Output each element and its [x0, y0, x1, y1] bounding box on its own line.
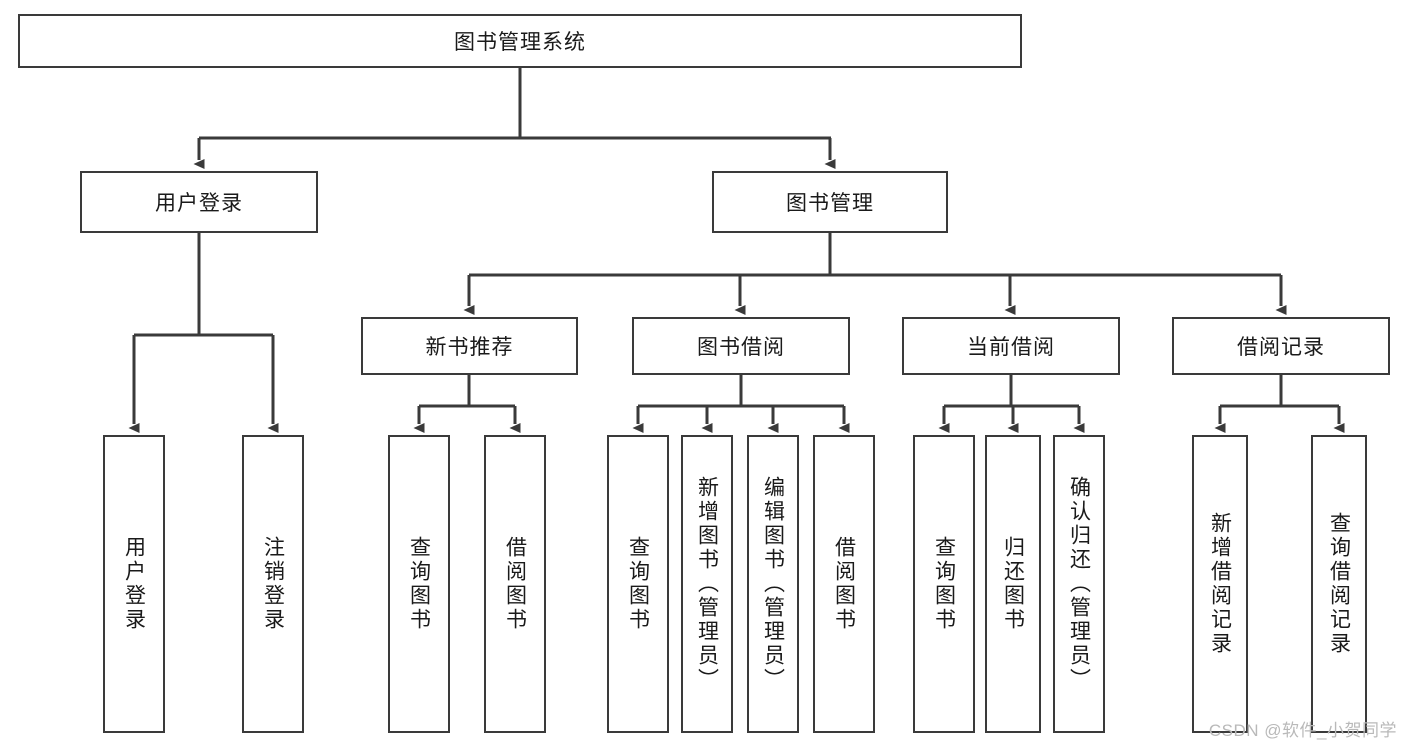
node-leaf-query-book-1[interactable]: 查询图书 — [388, 435, 450, 733]
node-leaf-query-book-3[interactable]: 查询图书 — [913, 435, 975, 733]
node-leaf-return-book[interactable]: 归还图书 — [985, 435, 1041, 733]
node-leaf-logout-label: 注销登录 — [261, 536, 285, 632]
connector-group-book-borrow — [632, 375, 850, 433]
node-current-borrow-label: 当前借阅 — [967, 336, 1055, 359]
connector-group-borrow-record — [1214, 375, 1345, 433]
node-book-manage[interactable]: 图书管理 — [712, 171, 948, 233]
connector-group-book-manage — [463, 233, 1287, 315]
node-leaf-borrow-book-2-label: 借阅图书 — [832, 536, 856, 632]
node-leaf-add-record[interactable]: 新增借阅记录 — [1192, 435, 1248, 733]
node-borrow-record-label: 借阅记录 — [1237, 336, 1325, 359]
node-new-book-recommend-label: 新书推荐 — [425, 336, 514, 359]
connector-group-user-login — [128, 233, 279, 433]
node-leaf-query-book-2[interactable]: 查询图书 — [607, 435, 669, 733]
node-leaf-user-login-label: 用户登录 — [122, 536, 146, 632]
node-leaf-query-book-3-label: 查询图书 — [932, 536, 956, 632]
node-leaf-borrow-book-1-label: 借阅图书 — [503, 536, 527, 632]
node-leaf-user-login[interactable]: 用户登录 — [103, 435, 165, 733]
node-leaf-add-record-label: 新增借阅记录 — [1208, 512, 1232, 656]
node-leaf-logout[interactable]: 注销登录 — [242, 435, 304, 733]
node-leaf-query-record[interactable]: 查询借阅记录 — [1311, 435, 1367, 733]
node-leaf-add-book[interactable]: 新增图书（管理员） — [681, 435, 733, 733]
node-leaf-borrow-book-2[interactable]: 借阅图书 — [813, 435, 875, 733]
node-root[interactable]: 图书管理系统 — [18, 14, 1022, 68]
node-leaf-return-book-label: 归还图书 — [1001, 536, 1025, 632]
node-leaf-query-book-2-label: 查询图书 — [626, 536, 650, 632]
node-leaf-query-book-1-label: 查询图书 — [407, 536, 431, 632]
node-book-manage-label: 图书管理 — [786, 192, 874, 215]
node-leaf-borrow-book-1[interactable]: 借阅图书 — [484, 435, 546, 733]
node-new-book-recommend[interactable]: 新书推荐 — [361, 317, 578, 375]
node-leaf-edit-book-label: 编辑图书（管理员） — [761, 476, 785, 692]
node-book-borrow[interactable]: 图书借阅 — [632, 317, 850, 375]
node-current-borrow[interactable]: 当前借阅 — [902, 317, 1120, 375]
node-leaf-add-book-label: 新增图书（管理员） — [695, 476, 719, 692]
csdn-watermark: CSDN @软件_小贺同学 — [1208, 721, 1397, 740]
connector-group-current-borrow — [938, 375, 1085, 433]
node-book-borrow-label: 图书借阅 — [697, 336, 785, 359]
node-root-label: 图书管理系统 — [454, 31, 586, 54]
node-leaf-confirm-return-label: 确认归还（管理员） — [1067, 476, 1091, 692]
node-borrow-record[interactable]: 借阅记录 — [1172, 317, 1390, 375]
node-leaf-confirm-return[interactable]: 确认归还（管理员） — [1053, 435, 1105, 733]
connector-group-new-book-recommend — [413, 375, 521, 433]
node-leaf-edit-book[interactable]: 编辑图书（管理员） — [747, 435, 799, 733]
node-user-login-label: 用户登录 — [155, 192, 243, 215]
node-leaf-query-record-label: 查询借阅记录 — [1327, 512, 1351, 656]
node-user-login[interactable]: 用户登录 — [80, 171, 318, 233]
connector-group-root — [193, 68, 836, 169]
